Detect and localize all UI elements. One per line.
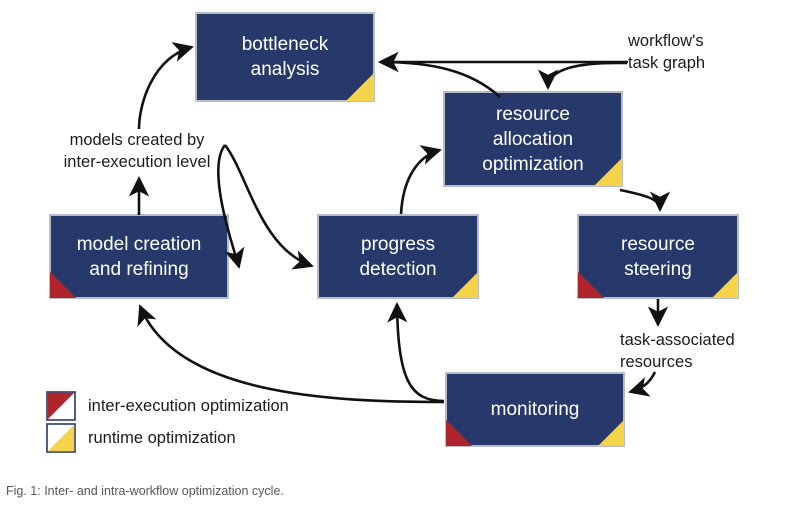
annotation-task-associated-resources: task-associated resources (620, 331, 735, 371)
legend-label-runtime: runtime optimization (88, 429, 236, 447)
annotation-workflow-task-graph: workflow's task graph (628, 32, 706, 72)
marker-runtime-bottleneck-icon (346, 73, 374, 101)
edge-progress-to-allocation (399, 145, 442, 215)
edge-taskgraph-to-allocation (537, 61, 628, 90)
node-monitoring[interactable] (445, 372, 625, 447)
node-model-creation-and-refining[interactable] (49, 214, 229, 299)
node-resource-steering[interactable] (577, 214, 739, 299)
marker-runtime-progress-icon (452, 272, 478, 298)
node-rectangles (49, 12, 739, 447)
edge-modelcreate-to-bottleneck (137, 42, 194, 130)
node-resource-allocation-optimization[interactable] (443, 91, 623, 187)
edge-bottleneck-to-progress (223, 144, 314, 270)
edge-monitoring-to-progress (387, 302, 445, 403)
marker-inter-execution-steering-icon (578, 272, 604, 298)
edge-resources-to-monitoring (628, 371, 657, 397)
marker-runtime-allocation-icon (594, 158, 622, 186)
node-progress-detection[interactable] (317, 214, 479, 299)
edge-bottleneck-to-modelcreate (217, 144, 245, 269)
marker-runtime-steering-icon (712, 272, 738, 298)
figure-caption: Fig. 1: Inter- and intra-workflow optimi… (6, 484, 284, 498)
legend-label-inter-execution: inter-execution optimization (88, 397, 289, 415)
legend-swatch-runtime-icon (47, 424, 75, 452)
edges (128, 42, 671, 404)
edge-allocation-to-steering (619, 188, 671, 212)
annotation-models-created-by: models created by inter-execution level (63, 131, 211, 171)
marker-inter-execution-monitoring-icon (446, 420, 472, 446)
legend-swatches (46, 391, 76, 453)
edge-monitoring-to-modelcreate (137, 304, 445, 404)
node-bottleneck-analysis[interactable] (195, 12, 375, 102)
marker-runtime-monitoring-icon (598, 420, 624, 446)
legend-swatch-inter-execution-icon (47, 392, 75, 420)
marker-inter-execution-modelcreate-icon (50, 272, 76, 298)
